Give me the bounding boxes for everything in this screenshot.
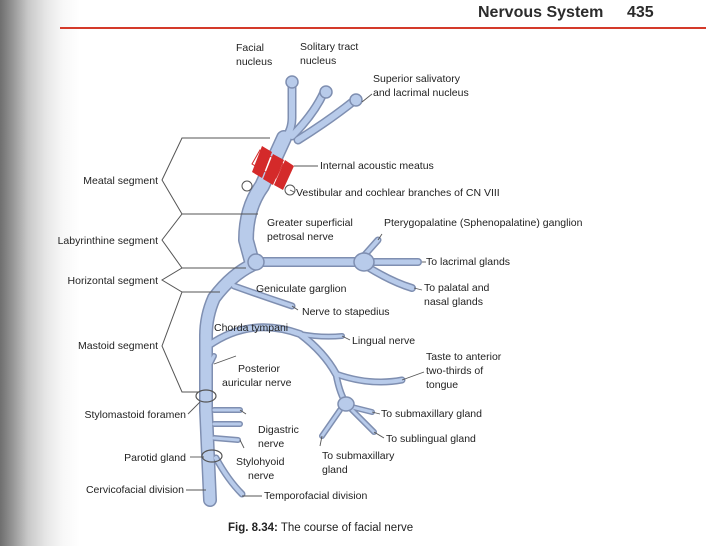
label-superior-1: Superior salivatory (373, 73, 461, 85)
label-posterior-1: Posterior (238, 363, 281, 375)
figure-number: Fig. 8.34: (228, 522, 278, 534)
facial-nucleus-node (285, 75, 299, 89)
label-to-submax-2: gland (322, 464, 348, 476)
label-facial-nucleus-2: nucleus (236, 56, 272, 68)
header-rule (60, 27, 706, 29)
figure-caption: Fig. 8.34: The course of facial nerve (228, 522, 413, 534)
segment-brackets (161, 137, 270, 393)
label-vestibular: Vestibular and cochlear branches of CN V… (296, 187, 500, 199)
label-parotid: Parotid gland (124, 452, 186, 464)
label-horizontal-segment: Horizontal segment (68, 275, 159, 287)
solitary-nucleus-node (319, 85, 333, 99)
label-stylomastoid: Stylomastoid foramen (84, 409, 186, 421)
superior-salivatory-node (349, 93, 363, 107)
label-internal-acoustic: Internal acoustic meatus (320, 160, 434, 172)
label-labyrinthine-segment: Labyrinthine segment (58, 235, 158, 247)
label-palatal-1: To palatal and (424, 282, 490, 294)
internal-acoustic-meatus-bands (241, 146, 296, 196)
page-header-title: Nervous System (478, 4, 604, 21)
label-lingual: Lingual nerve (352, 335, 415, 347)
geniculate-ganglion (247, 253, 265, 271)
label-submax-gland: To submaxillary gland (381, 408, 482, 420)
label-sublingual: To sublingual gland (386, 433, 476, 445)
figure-caption-text: The course of facial nerve (280, 522, 414, 534)
label-solitary-2: nucleus (300, 55, 336, 67)
label-digastric-2: nerve (258, 438, 284, 450)
submandibular-ganglion (337, 396, 355, 412)
label-posterior-2: auricular nerve (222, 377, 292, 389)
label-taste-1: Taste to anterior (426, 351, 502, 363)
label-digastric-1: Digastric (258, 424, 299, 436)
label-stylohyoid-1: Stylohyoid (236, 456, 285, 468)
pterygopalatine-ganglion (353, 252, 375, 272)
label-greater-2: petrosal nerve (267, 231, 334, 243)
label-meatal-segment: Meatal segment (83, 175, 158, 187)
label-geniculate: Geniculate garglion (256, 283, 347, 295)
label-mastoid-segment: Mastoid segment (78, 340, 158, 352)
nerve-fill-layer (200, 79, 421, 506)
label-to-submax-1: To submaxillary (322, 450, 395, 462)
label-pterygopalatine: Pterygopalatine (Sphenopalatine) ganglio… (384, 217, 583, 229)
parotid-gland-ring (201, 449, 223, 463)
leader-lines (186, 93, 426, 497)
label-solitary-1: Solitary tract (300, 41, 358, 53)
label-chorda: Chorda tympani (214, 322, 288, 334)
label-temporofacial: Temporofacial division (264, 490, 367, 502)
label-cervicofacial: Cervicofacial division (86, 484, 184, 496)
stylomastoid-foramen-ring (195, 389, 217, 403)
label-lacrimal: To lacrimal glands (426, 256, 510, 268)
label-palatal-2: nasal glands (424, 296, 483, 308)
label-facial-nucleus-1: Facial (236, 42, 264, 54)
diagram-labels: Facial nucleus Solitary tract nucleus Su… (58, 41, 583, 502)
label-stapedius: Nerve to stapedius (302, 306, 390, 318)
label-taste-2: two-thirds of (426, 365, 483, 377)
page-number: 435 (627, 4, 654, 21)
label-stylohyoid-2: nerve (248, 470, 274, 482)
label-greater-1: Greater superficial (267, 217, 353, 229)
label-taste-3: tongue (426, 379, 458, 391)
label-superior-2: and lacrimal nucleus (373, 87, 469, 99)
